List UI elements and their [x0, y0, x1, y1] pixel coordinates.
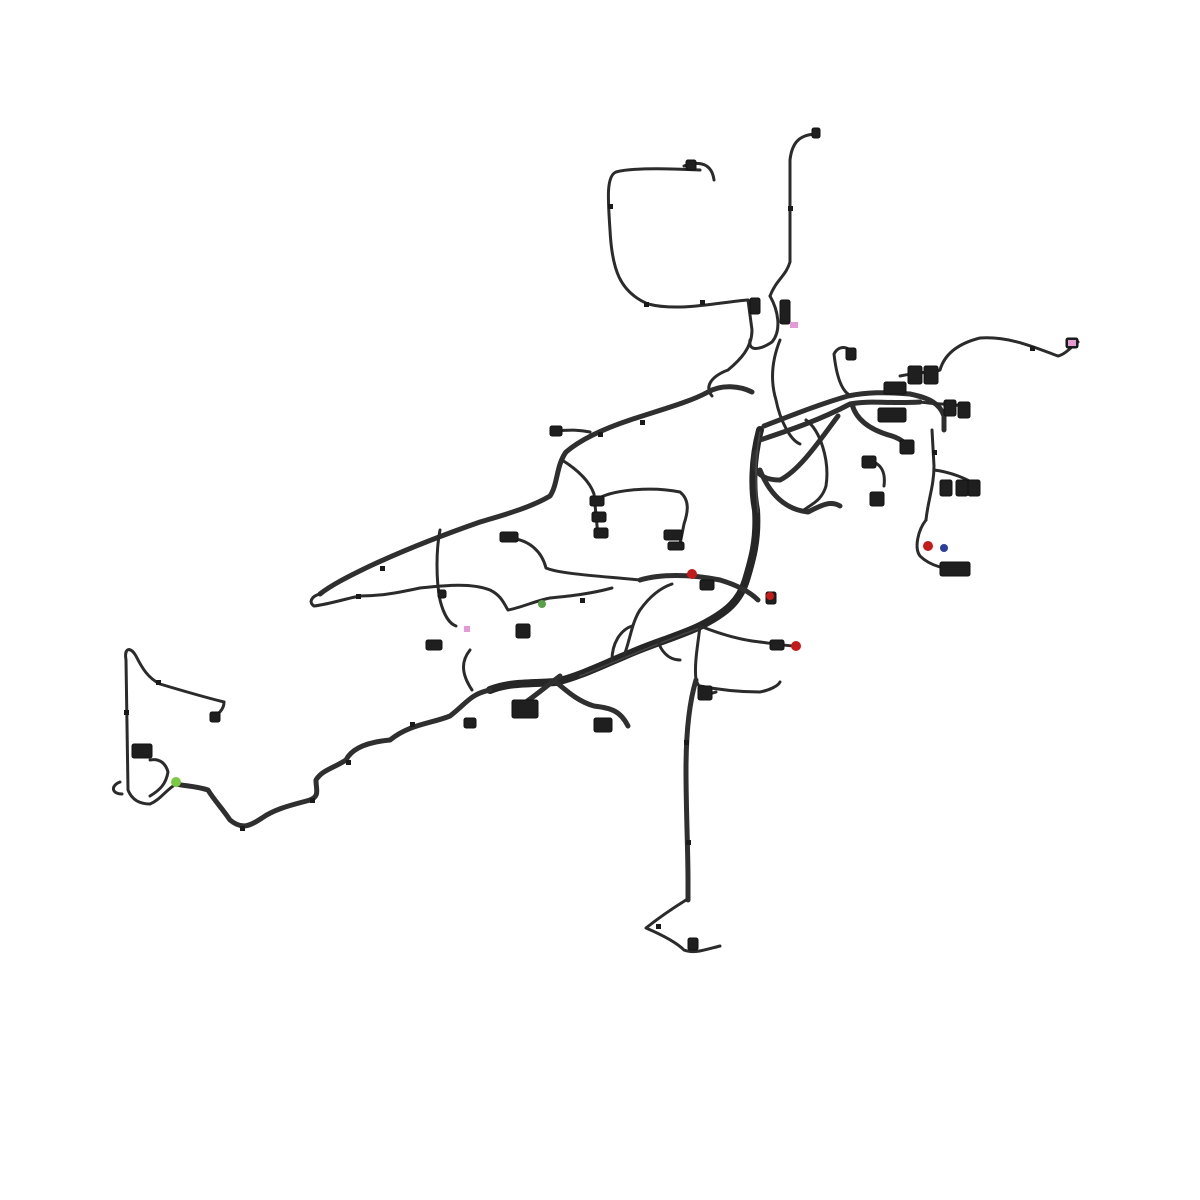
- front-harness-branch: [112, 648, 493, 829]
- roof-harness-branch: [606, 132, 820, 446]
- engine-harness-branch: [832, 336, 1080, 572]
- harness-clips: [124, 204, 1035, 929]
- main-trunk: [486, 390, 923, 694]
- dash-harness-branch: [309, 384, 755, 628]
- connectors: [131, 127, 1079, 951]
- color-coded-terminals: [171, 322, 1076, 787]
- chassis-harness-branch: [462, 573, 798, 954]
